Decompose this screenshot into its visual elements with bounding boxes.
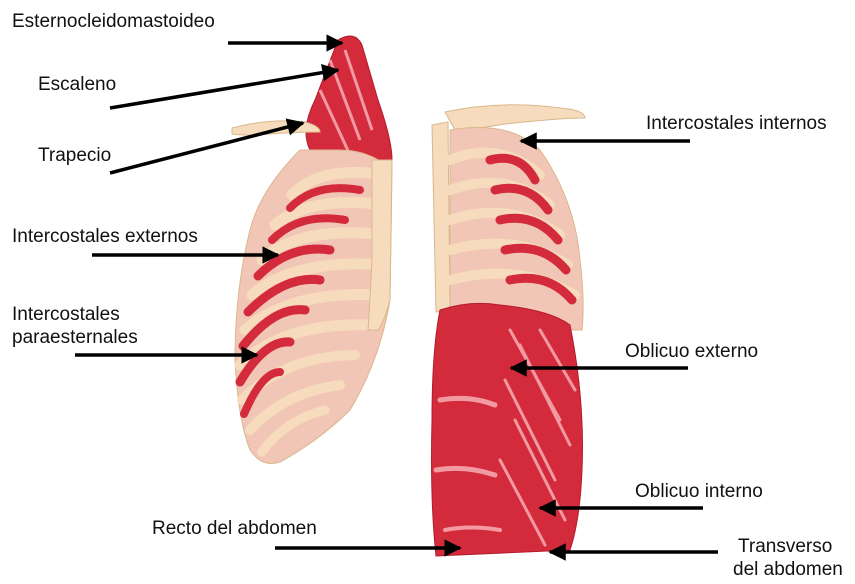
arrow-trapecio: [110, 123, 303, 173]
label-esternocleidomastoideo: Esternocleidomastoideo: [12, 10, 215, 33]
label-oblicuo-interno: Oblicuo interno: [635, 480, 763, 503]
sternum: [368, 160, 392, 330]
label-transverso-line2: del abdomen: [733, 558, 843, 581]
left-rib-cage: [232, 36, 392, 464]
label-transverso-line1: Transverso: [738, 535, 832, 558]
label-recto-del-abdomen: Recto del abdomen: [152, 517, 317, 540]
label-arrows: [75, 43, 718, 552]
label-intercostales-internos: Intercostales internos: [646, 112, 827, 135]
label-intercostales-paraesternales-line1: Intercostales: [12, 303, 120, 326]
label-intercostales-externos: Intercostales externos: [12, 225, 198, 248]
arrow-escaleno: [110, 70, 338, 108]
right-torso: [432, 105, 586, 556]
abdominal-wall: [432, 303, 583, 556]
label-escaleno: Escaleno: [38, 73, 116, 96]
label-intercostales-paraesternales-line2: paraesternales: [12, 326, 138, 349]
right-clavicle: [445, 105, 585, 130]
label-trapecio: Trapecio: [38, 144, 111, 167]
label-oblicuo-externo: Oblicuo externo: [625, 340, 758, 363]
